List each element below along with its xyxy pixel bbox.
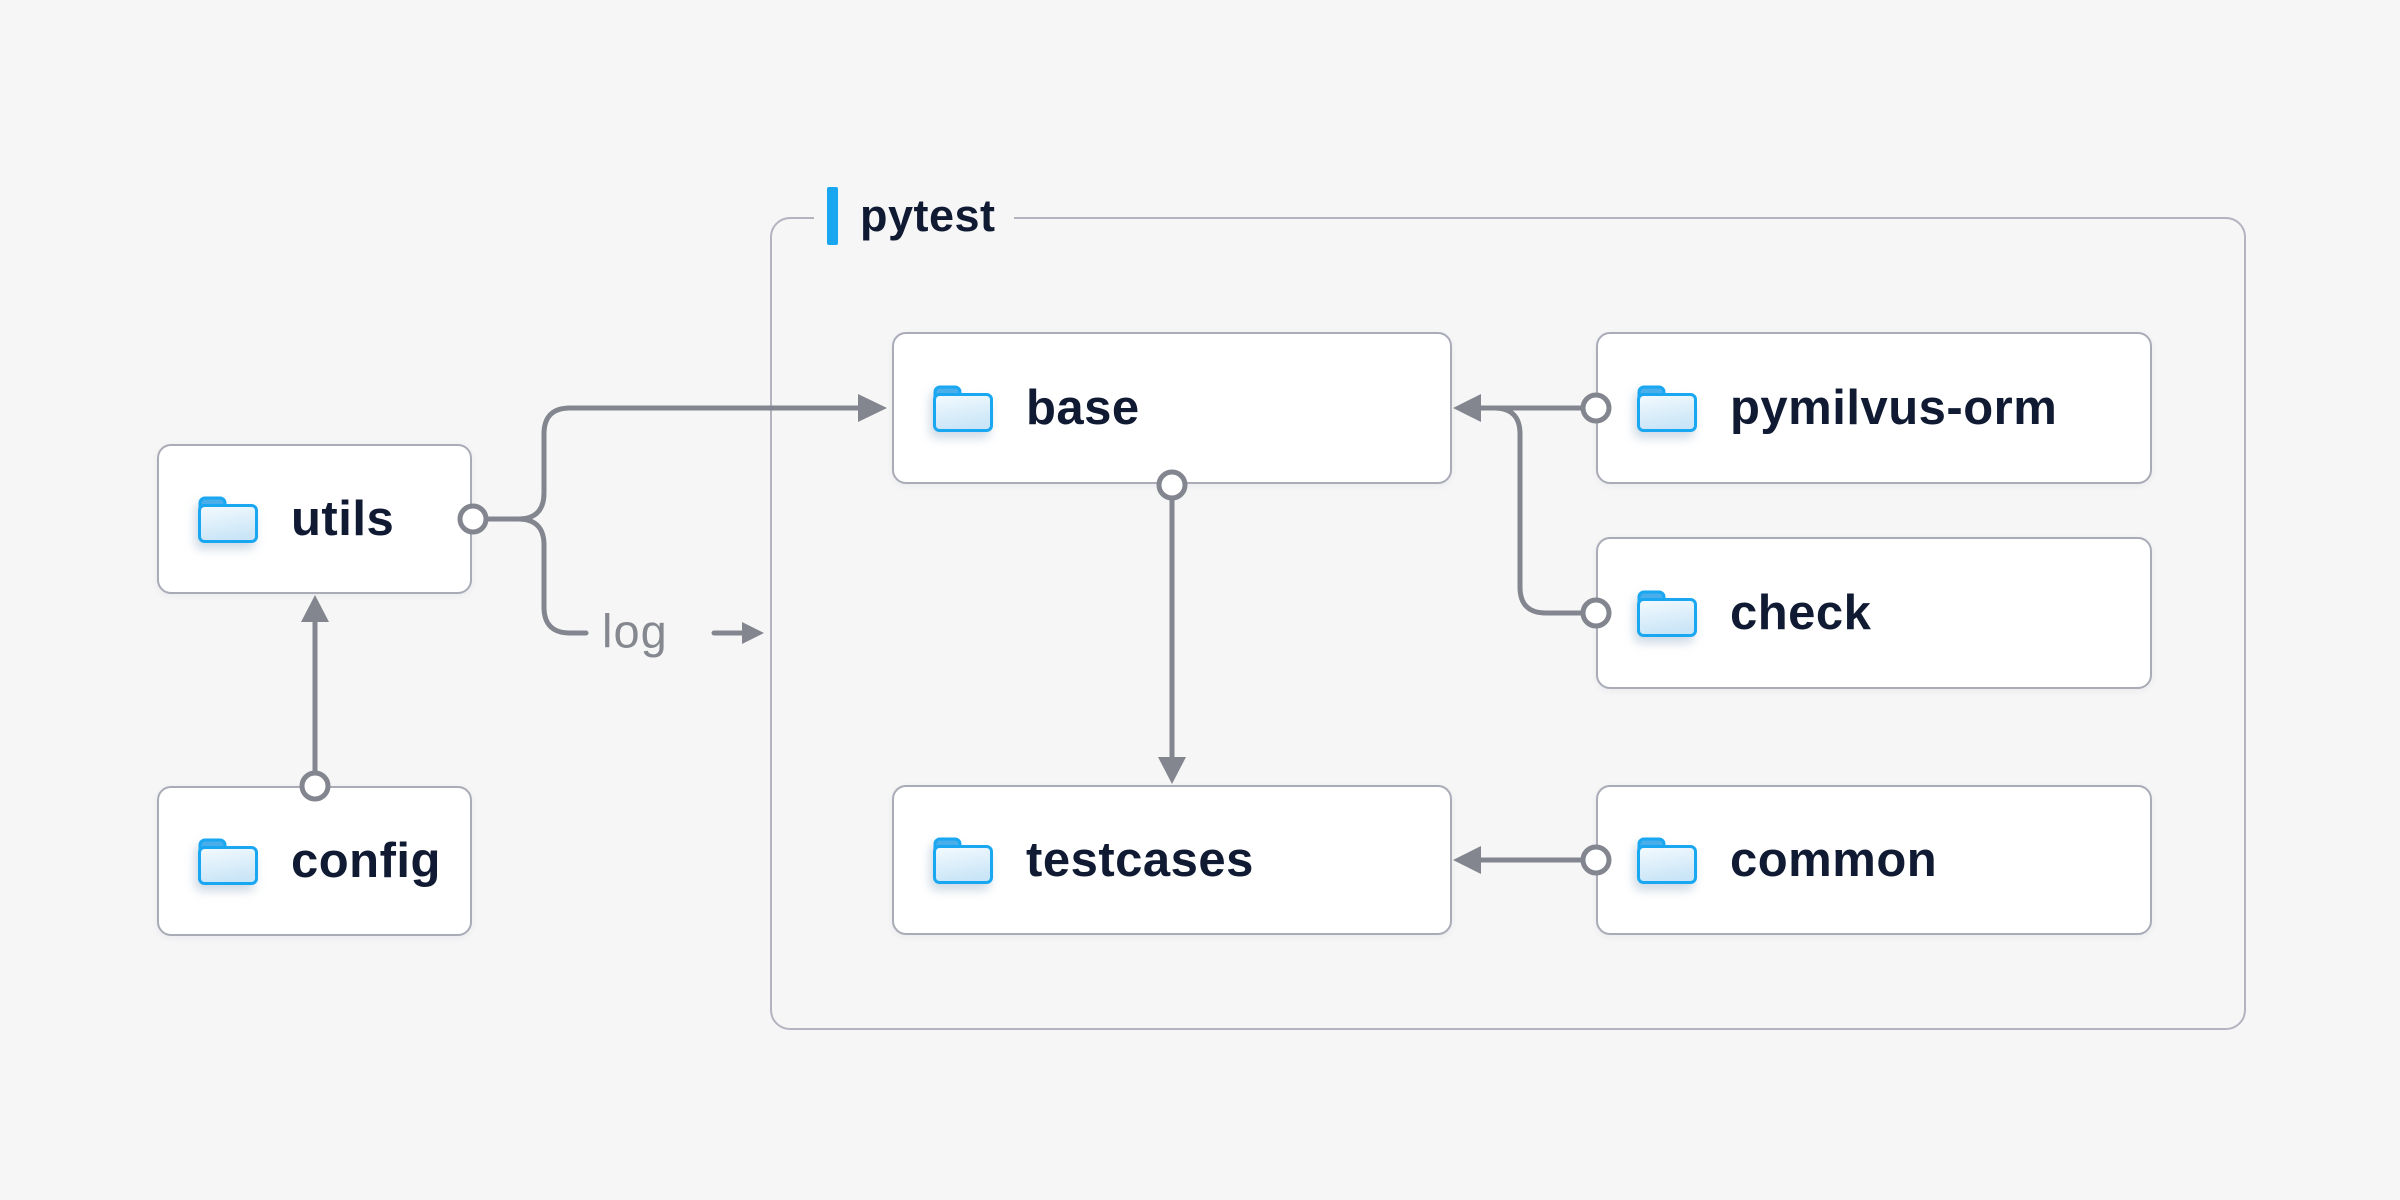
node-common: common bbox=[1596, 785, 2152, 935]
node-label: testcases bbox=[1026, 833, 1254, 887]
node-label: config bbox=[291, 834, 441, 888]
folder-icon bbox=[198, 838, 258, 885]
node-label: check bbox=[1730, 586, 1872, 640]
pytest-group-label: pytest bbox=[814, 184, 1014, 248]
node-utils: utils bbox=[157, 444, 472, 594]
edge-label-log: log bbox=[602, 604, 668, 658]
node-config: config bbox=[157, 786, 472, 936]
folder-icon bbox=[1637, 590, 1697, 637]
arrowhead-right-small bbox=[742, 622, 764, 644]
folder-icon bbox=[198, 496, 258, 543]
node-testcases: testcases bbox=[892, 785, 1452, 935]
node-label: utils bbox=[291, 492, 395, 546]
edge-line bbox=[483, 516, 589, 636]
folder-icon bbox=[1637, 837, 1697, 884]
accent-bar bbox=[827, 187, 838, 245]
folder-icon bbox=[933, 385, 993, 432]
folder-icon bbox=[1637, 385, 1697, 432]
edge-config-utils bbox=[299, 595, 331, 802]
node-base: base bbox=[892, 332, 1452, 484]
arrowhead-up bbox=[301, 595, 329, 622]
node-check: check bbox=[1596, 537, 2152, 689]
node-label: base bbox=[1026, 381, 1140, 435]
folder-icon bbox=[933, 837, 993, 884]
node-label: pymilvus-orm bbox=[1730, 381, 2058, 435]
pytest-group-container bbox=[770, 217, 2246, 1030]
node-pymilvus-orm: pymilvus-orm bbox=[1596, 332, 2152, 484]
pytest-group-title: pytest bbox=[860, 190, 996, 241]
node-label: common bbox=[1730, 833, 1938, 887]
